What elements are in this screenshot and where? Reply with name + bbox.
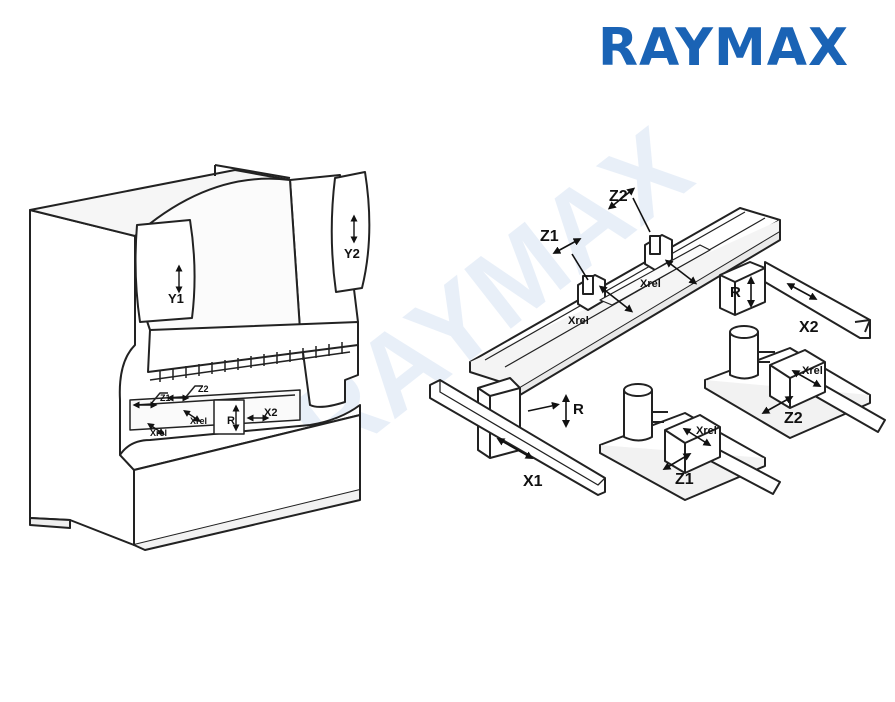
backgauge-axis-arrows	[496, 187, 822, 471]
label-machine-x2: X2	[264, 407, 277, 419]
press-brake-machine	[29, 164, 371, 551]
machine-labels: Y1 Y2 Z1 Z2 Xrel Xrel R X2	[150, 246, 360, 438]
label-machine-z2: Z2	[198, 384, 209, 394]
label-z2-module: Z2	[784, 410, 803, 427]
label-r-right: R	[730, 284, 741, 301]
label-r-left: R	[573, 401, 584, 418]
label-z1: Z1	[540, 228, 559, 245]
label-xrel-beam-2: Xrel	[640, 278, 661, 290]
label-machine-xrel-left: Xrel	[150, 428, 167, 438]
label-y1: Y1	[168, 291, 184, 306]
label-machine-r: R	[227, 415, 235, 427]
raymax-logo: RAYMAX	[598, 18, 850, 78]
label-z1-module-xrel: Xrel	[696, 425, 717, 437]
machine-bed-top	[119, 404, 361, 471]
y1-cylinder-cover	[134, 219, 196, 323]
label-machine-xrel-right: Xrel	[190, 416, 207, 426]
machine-axis-arrows	[132, 214, 358, 435]
label-machine-z1: Z1	[160, 393, 171, 403]
upper-tool-clamps	[149, 342, 351, 382]
upper-tool-holder	[147, 321, 359, 373]
label-y2: Y2	[344, 246, 360, 261]
label-z2: Z2	[609, 188, 628, 205]
beam-finger-z1	[577, 274, 606, 311]
backgauge-labels: Z2 Z1 Xrel Xrel R X2 R X1 Xrel Z1 Xrel Z…	[523, 188, 823, 490]
x2-rail	[764, 261, 871, 339]
label-xrel-beam-1: Xrel	[568, 315, 589, 327]
label-x2: X2	[799, 319, 819, 336]
y2-cylinder-cover	[330, 171, 371, 293]
label-z1-module: Z1	[675, 471, 694, 488]
label-z2-module-xrel: Xrel	[802, 365, 823, 377]
machine-left-frame	[29, 209, 136, 546]
label-x1: X1	[523, 473, 543, 490]
